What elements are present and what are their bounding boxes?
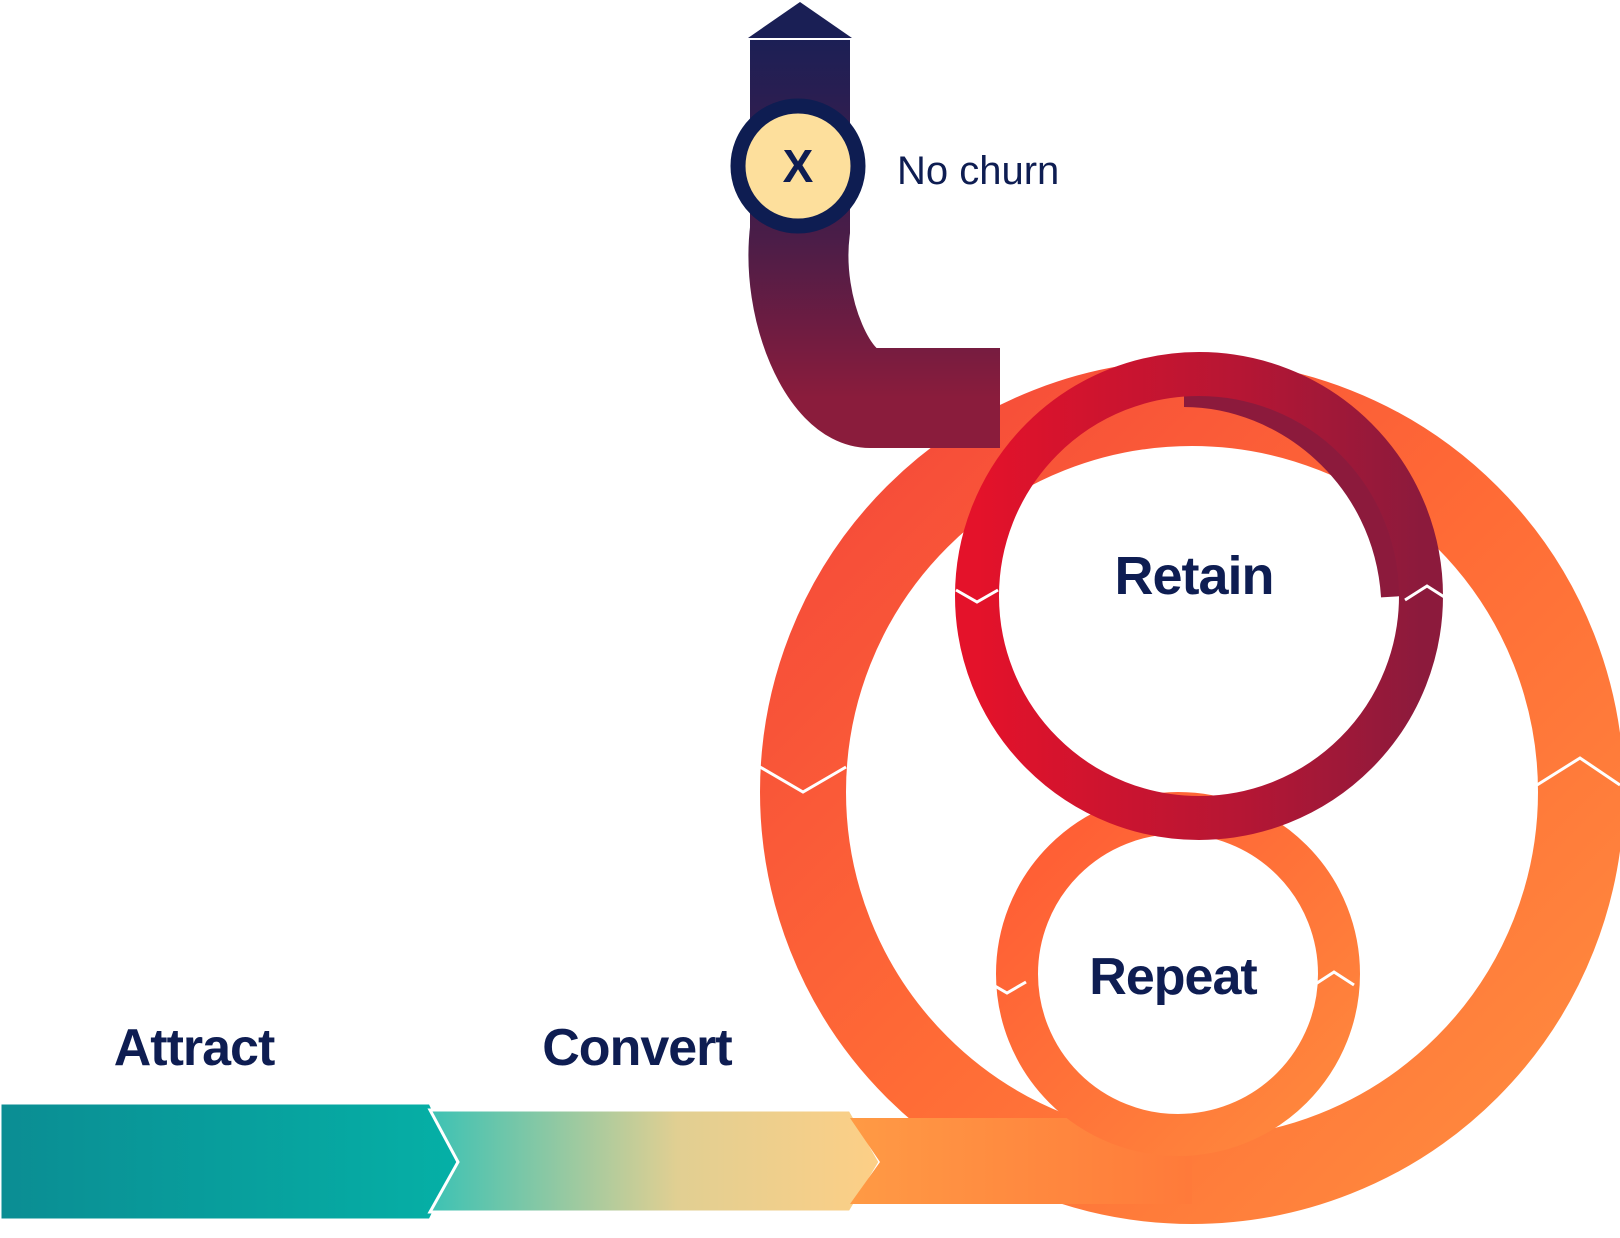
attract-label: Attract xyxy=(114,1019,275,1077)
retain-right-chevron xyxy=(1404,584,1450,602)
churn-up-arrowhead xyxy=(748,2,852,38)
x-badge-circle xyxy=(730,98,866,234)
repeat-left-chevron xyxy=(987,980,1027,995)
outer-loop-ring xyxy=(760,360,1620,1224)
repeat-right-chevron xyxy=(1313,970,1355,987)
repeat-label: Repeat xyxy=(1089,948,1257,1006)
retain-label: Retain xyxy=(1114,546,1273,606)
no-churn-label: No churn xyxy=(897,149,1059,193)
no-churn-badge: X xyxy=(730,98,866,234)
convert-arrow xyxy=(427,1108,882,1214)
churn-path xyxy=(748,40,1000,448)
retain-loop-ring xyxy=(955,352,1443,840)
convert-label: Convert xyxy=(542,1019,732,1077)
retain-left-chevron xyxy=(955,588,999,604)
outer-loop-left-chevron xyxy=(759,765,847,794)
x-mark: X xyxy=(783,140,814,192)
attract-arrow xyxy=(0,1101,460,1222)
direction-chevrons xyxy=(759,584,1620,995)
outer-loop-right-chevron xyxy=(1536,756,1620,787)
